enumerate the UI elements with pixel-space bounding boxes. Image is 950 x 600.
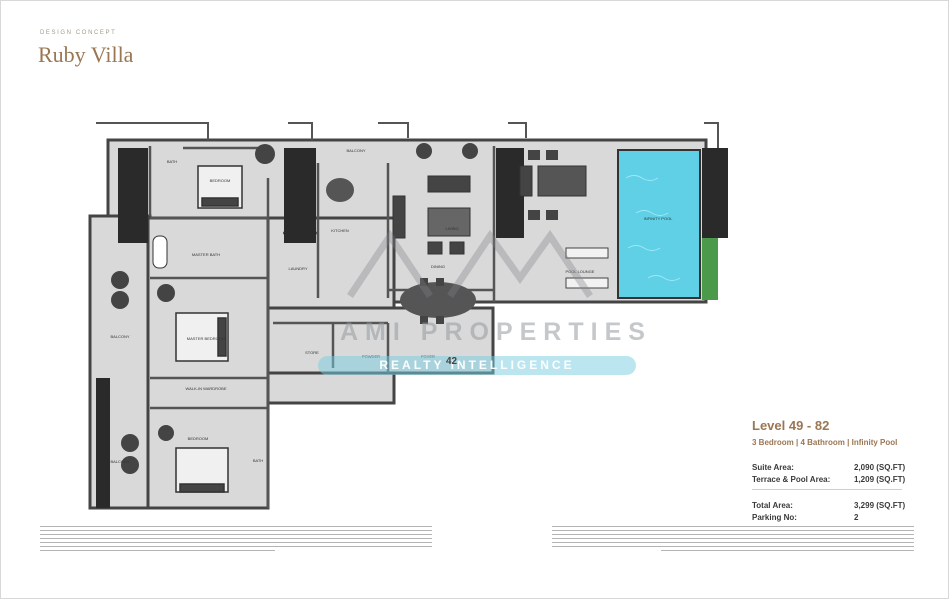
watermark-logo-icon [347,229,593,298]
room-label-laundry: LAUNDRY [288,266,307,271]
room-label-living: LIVING [445,226,458,231]
facade-panels [96,148,728,508]
design-concept-label: DESIGN CONCEPT [40,30,117,36]
beds [175,165,243,493]
unit-info: Level 49 - 82 3 Bedroom | 4 Bathroom | I… [752,418,912,523]
level-range: Level 49 - 82 [752,418,830,433]
parking-label: Parking No: [752,512,797,522]
room-label-bedroom-3: BEDROOM [188,436,209,441]
room-label-pool-lounge: POOL LOUNGE [566,269,595,274]
disclaimer-arabic [552,526,914,560]
infinity-pool [617,149,701,299]
exterior-wall-top [96,122,719,148]
room-label-master-bedroom: MASTER BEDROOM [187,336,225,341]
terrace-area-row: Terrace & Pool Area: 1,209 (SQ.FT) [752,473,912,485]
total-area-row: Total Area: 3,299 (SQ.FT) [752,499,912,511]
interior-walls [148,146,496,508]
terrace-area-value: 1,209 (SQ.FT) [854,474,906,484]
living-furniture [392,165,587,255]
sun-loungers [565,247,609,289]
room-label-walk-in-wardrobe: WALK-IN WARDROBE [185,386,226,391]
room-label-bath-3: BATH [253,458,263,463]
watermark-tagline: REALTY INTELLIGENCE [318,356,636,375]
total-area-value: 3,299 (SQ.FT) [854,500,906,510]
room-label-store: STORE [305,350,319,355]
room-label-balcony-top: BALCONY [346,148,365,153]
room-label-bedroom-1: BEDROOM [210,178,231,183]
room-label-balcony-left: BALCONY [110,334,129,339]
pool-ripples [625,175,681,281]
room-label-kitchen: KITCHEN [331,228,349,233]
parking-row: Parking No: 2 [752,511,912,523]
chairs [111,143,558,474]
room-label-dining: DINING [431,264,445,269]
room-label-master-bath: MASTER BATH [192,252,220,257]
unit-subtitle: 3 Bedroom | 4 Bathroom | Infinity Pool [752,438,898,447]
brand-title: Ruby Villa [38,42,134,67]
room-label-bath-1: BATH [167,159,177,164]
parking-value: 2 [854,512,859,522]
disclaimer-english [40,526,432,560]
divider [752,489,902,490]
suite-area-label: Suite Area: [752,462,794,472]
suite-area-value: 2,090 (SQ.FT) [854,462,906,472]
room-label-infinity-pool: INFINITY POOL [644,216,674,221]
bathtub [152,235,168,269]
planter [702,238,718,300]
suite-area-row: Suite Area: 2,090 (SQ.FT) [752,461,912,473]
terrace-area-label: Terrace & Pool Area: [752,474,831,484]
watermark-number: 42 [446,356,458,367]
room-label-balcony-bottom: BALCONY [110,459,129,464]
watermark-company: AMI PROPERTIES [340,318,652,346]
dining-tables [326,178,476,318]
total-area-label: Total Area: [752,500,793,510]
